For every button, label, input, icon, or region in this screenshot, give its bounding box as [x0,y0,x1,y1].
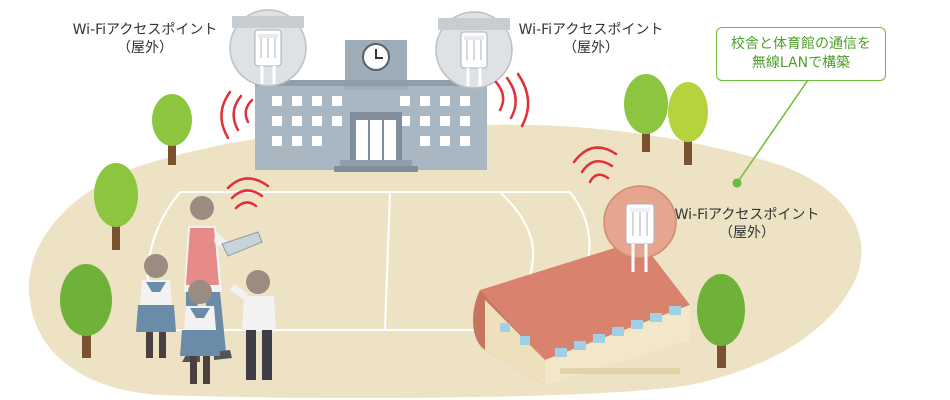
access-point-gym [603,185,677,272]
tablet-icon [221,231,263,257]
access-point-icon [630,208,650,212]
access-point-icon [464,36,484,40]
access-point-left [229,9,307,87]
gym-building [473,240,690,385]
ap-label-right: Wi-Fiアクセスポイント （屋外） [516,21,666,57]
access-point-right [435,11,513,89]
student-figure-3 [230,270,276,380]
clock-icon [362,43,390,71]
ap-label-left-line1: Wi-Fiアクセスポイント [72,22,218,38]
callout-line2: 無線LANで構築 [751,55,851,71]
callout-pointer [732,79,809,188]
tree-icon [668,82,708,165]
ap-label-left: Wi-Fiアクセスポイント （屋外） [70,21,220,57]
callout-line1: 校舎と体育館の通信を [731,36,871,52]
school-building [255,40,487,172]
student-figure-1 [136,254,176,358]
access-point-icon [258,34,278,38]
tree-icon [152,94,192,165]
ap-label-right-line2: （屋外） [563,40,619,56]
ap-label-left-line2: （屋外） [117,40,173,56]
callout-box: 校舎と体育館の通信を 無線LANで構築 [716,27,886,81]
tree-icon [624,74,668,152]
wifi-signal-icon [572,146,618,184]
wifi-signal-icon [226,177,270,210]
tree-icon [60,264,112,358]
tree-icon [697,274,745,368]
ap-label-gym-line1: Wi-Fiアクセスポイント [674,207,820,223]
wifi-signal-icon [494,72,530,128]
ap-label-gym: Wi-Fiアクセスポイント （屋外） [672,206,822,242]
ap-label-right-line1: Wi-Fiアクセスポイント [518,22,664,38]
student-figure-2 [180,280,220,384]
wifi-signal-icon [220,90,254,140]
ap-label-gym-line2: （屋外） [719,225,775,241]
tree-icon [94,163,138,250]
